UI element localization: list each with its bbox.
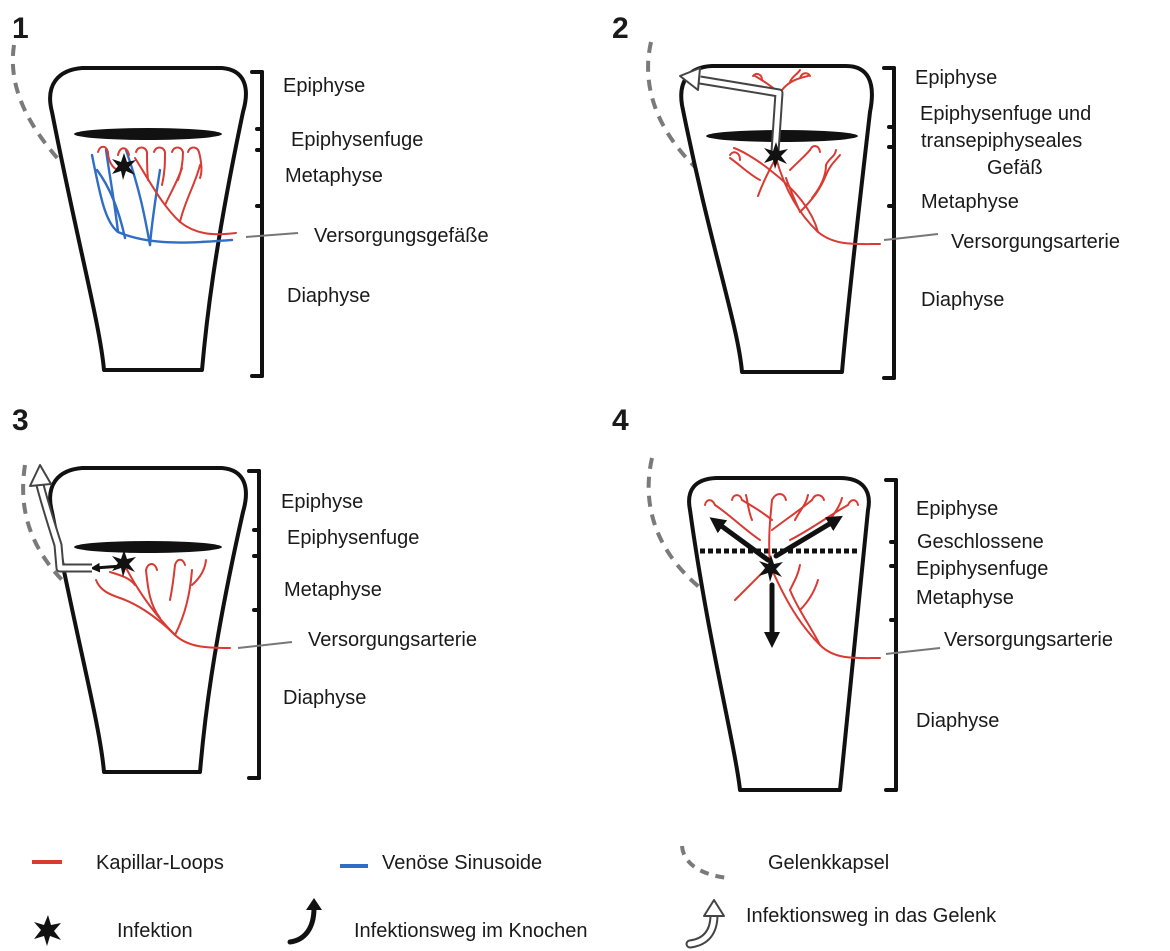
legend-bone-path-icon xyxy=(290,908,314,942)
label-fuge-line2: transepiphyseales xyxy=(921,130,1082,152)
growth-plate xyxy=(706,130,858,142)
legend-infection-icon xyxy=(34,915,61,946)
label-epiphyse: Epiphyse xyxy=(916,498,998,520)
label-versorgung: Versorgungsarterie xyxy=(951,231,1120,253)
legend-capillary-label: Kapillar-Loops xyxy=(96,852,224,874)
legend: Kapillar-Loops Venöse Sinusoide Gelenkka… xyxy=(32,846,997,946)
panel-3: 3 xyxy=(12,404,477,778)
label-diaphyse: Diaphyse xyxy=(916,710,999,732)
legend-bone-path-arrowhead xyxy=(306,898,322,910)
zone-bracket xyxy=(884,68,894,378)
label-fuge-line2: Epiphysenfuge xyxy=(916,558,1048,580)
label-epiphyse: Epiphyse xyxy=(281,491,363,513)
bone-outline xyxy=(50,468,246,772)
label-versorgung: Versorgungsarterie xyxy=(944,629,1113,651)
label-epiphyse: Epiphyse xyxy=(283,75,365,97)
label-fuge-line1: Geschlossene xyxy=(917,531,1044,553)
zone-bracket xyxy=(886,480,896,790)
leader-line xyxy=(238,642,292,648)
panel-1: 1 xyxy=(12,12,489,376)
label-metaphyse: Metaphyse xyxy=(916,587,1014,609)
label-versorgung: Versorgungsgefäße xyxy=(314,225,489,247)
label-diaphyse: Diaphyse xyxy=(283,687,366,709)
panel-1-number: 1 xyxy=(12,12,29,45)
legend-joint-path-label: Infektionsweg in das Gelenk xyxy=(746,905,997,927)
panel-4: 4 xyxy=(612,404,1113,790)
label-epiphysenfuge: Epiphysenfuge xyxy=(287,527,419,549)
label-epiphysenfuge: Epiphysenfuge xyxy=(291,129,423,151)
legend-venous-label: Venöse Sinusoide xyxy=(382,852,542,874)
zone-bracket xyxy=(252,72,262,376)
legend-joint-path-icon xyxy=(690,900,724,944)
label-fuge-line3: Gefäß xyxy=(987,157,1043,179)
panel-4-number: 4 xyxy=(612,404,629,437)
growth-plate xyxy=(74,541,222,553)
panel-3-number: 3 xyxy=(12,404,29,437)
leader-line xyxy=(246,233,298,237)
growth-plate xyxy=(74,128,222,140)
panel-2-number: 2 xyxy=(612,12,629,45)
label-epiphyse: Epiphyse xyxy=(915,67,997,89)
label-versorgung: Versorgungsarterie xyxy=(308,629,477,651)
bone-outline xyxy=(50,68,246,370)
legend-bone-path-label: Infektionsweg im Knochen xyxy=(354,920,587,942)
label-fuge-line1: Epiphysenfuge und xyxy=(920,103,1091,125)
legend-infection-label: Infektion xyxy=(117,920,193,942)
legend-capsule-swatch xyxy=(682,846,728,878)
zone-bracket xyxy=(249,471,259,778)
panel-2: 2 xyxy=(612,12,1120,378)
label-metaphyse: Metaphyse xyxy=(285,165,383,187)
label-diaphyse: Diaphyse xyxy=(287,285,370,307)
label-metaphyse: Metaphyse xyxy=(284,579,382,601)
label-diaphyse: Diaphyse xyxy=(921,289,1004,311)
label-metaphyse: Metaphyse xyxy=(921,191,1019,213)
legend-capsule-label: Gelenkkapsel xyxy=(768,852,889,874)
